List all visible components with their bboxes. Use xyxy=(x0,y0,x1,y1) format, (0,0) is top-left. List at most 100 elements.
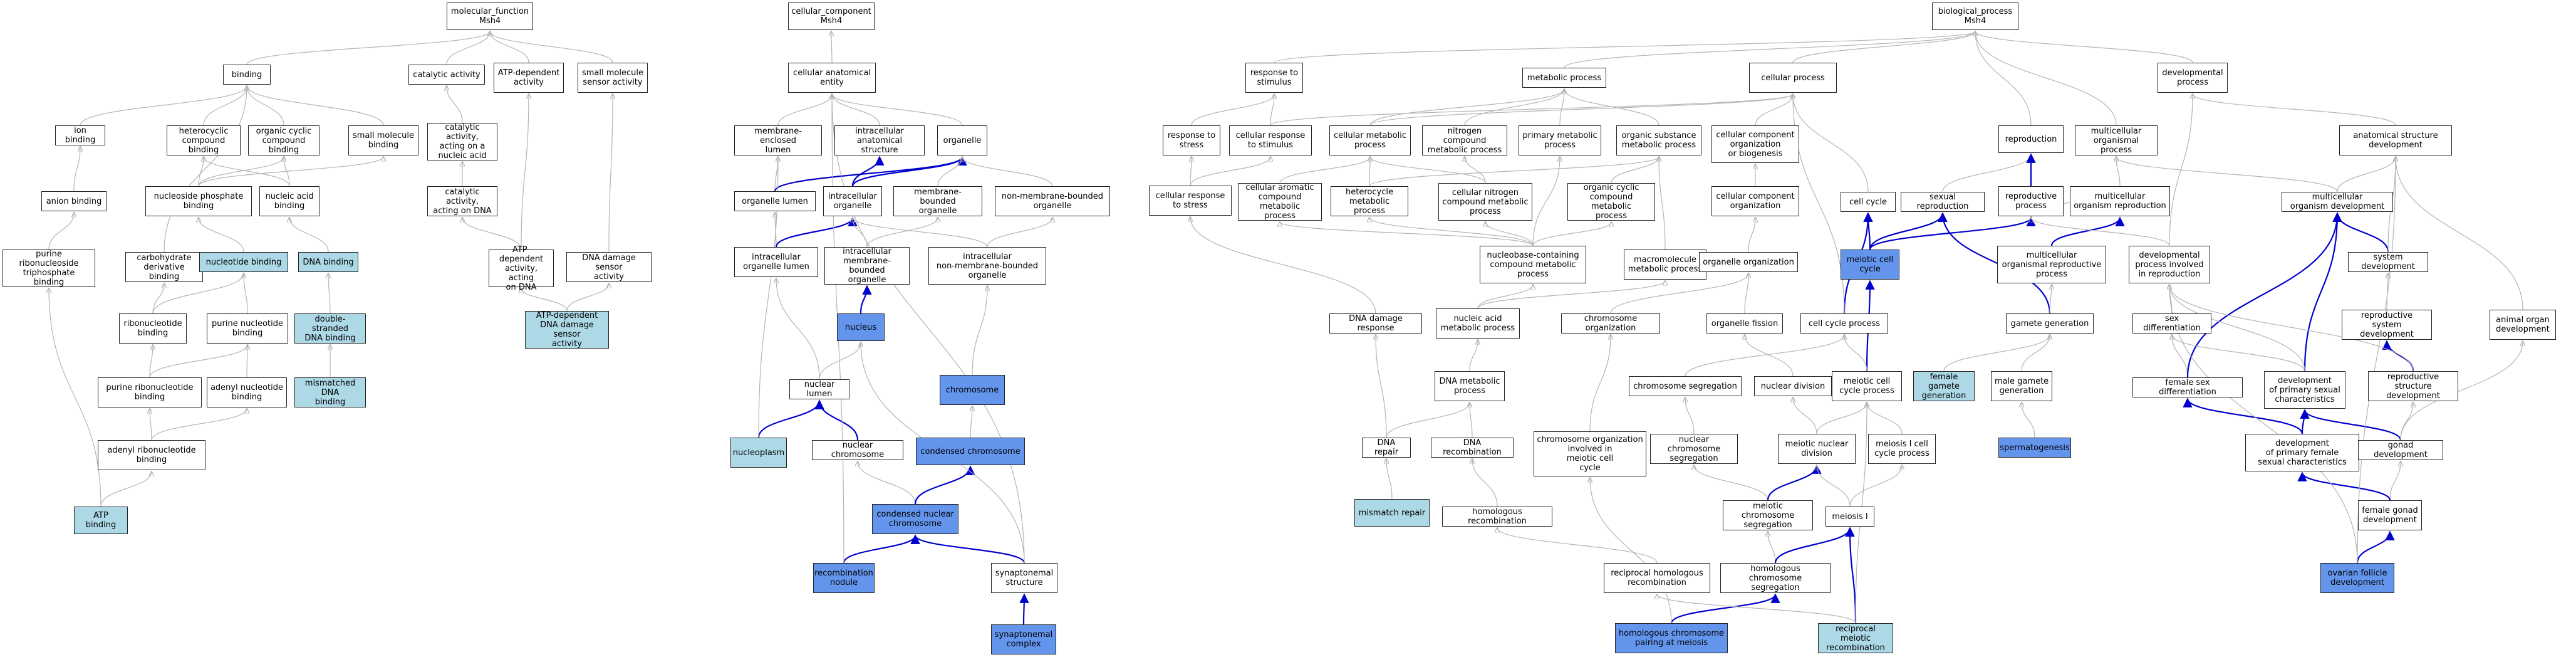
edge-synstruct-to-condnuc xyxy=(910,534,1026,564)
go-term-devproc: developmental process xyxy=(2158,63,2228,93)
go-term-malegam: male gamete generation xyxy=(1991,371,2052,401)
edge-homchrompair-to-homchromseg xyxy=(1670,593,1780,624)
go-term-intranat: intracellular anatomical structure xyxy=(834,125,925,155)
go-term-meiosisIcyc: meiosis I cell cycle process xyxy=(1868,434,1936,464)
go-term-bp_root: biological_process Msh4 xyxy=(1932,3,2018,30)
edge-nucacid-to-orgcyc xyxy=(284,157,290,187)
edge-nucbase-to-cellnit xyxy=(1485,222,1534,246)
go-term-meioticproc: meiotic cell cycle process xyxy=(1832,371,1902,401)
go-term-femsexdiff: female sex differentiation xyxy=(2132,377,2243,397)
edge-membenc-to-cellanat xyxy=(777,94,832,126)
edge-chrommeiotic-to-chromorg xyxy=(1589,335,1611,432)
edge-nucdiv-to-orgfission xyxy=(1745,335,1794,377)
edge-femsexdiff-to-sexdiff xyxy=(2172,335,2188,378)
go-term-cellrespstress: cellular response to stress xyxy=(1149,186,1232,216)
edge-macromol-to-orgsubmet xyxy=(1659,157,1666,250)
go-term-organelle: organelle xyxy=(937,125,987,155)
edge-orgcycmet-to-orgsubmet xyxy=(1611,157,1659,184)
edge-devprimfem-to-devprimsex xyxy=(2300,409,2310,434)
go-term-intraorg: intracellular organelle xyxy=(823,186,882,216)
edge-catNA-to-catalytic xyxy=(447,86,463,124)
go-term-nucleoplasm: nucleoplasm xyxy=(730,438,787,468)
edge-meioticproc-to-cellcycleproc xyxy=(1844,335,1867,372)
go-term-condchrom: condensed chromosome xyxy=(916,438,1025,465)
edge-atpbind-to-adenylribo xyxy=(100,471,152,507)
edge-cellcycleproc-to-cellproc xyxy=(1793,94,1845,314)
go-term-membenc: membrane-enclosed lumen xyxy=(734,125,822,155)
go-term-orgsubmet: organic substance metabolic process xyxy=(1616,125,1701,155)
edge-cellanat-to-cc_root xyxy=(831,31,832,63)
go-term-nonmemb: non-membrane-bounded organelle xyxy=(995,186,1110,216)
edge-dnabind-to-nucacid xyxy=(289,218,329,253)
edge-cellrespstress-to-respstress xyxy=(1190,157,1192,186)
go-term-cellresp: cellular response to stimulus xyxy=(1229,125,1312,155)
edge-orgcyc-to-binding xyxy=(247,86,284,126)
edge-ovarian-to-femgonad xyxy=(2356,530,2395,564)
go-term-condnuc: condensed nuclear chromosome xyxy=(872,504,958,534)
go-term-dnabind: DNA binding xyxy=(298,252,358,272)
go-term-primmet: primary metabolic process xyxy=(1519,125,1601,155)
go-term-nucbind: nucleotide binding xyxy=(199,252,288,272)
edge-homchromseg-to-meiochromseg xyxy=(1768,532,1776,564)
edge-dnarecomb-to-dnamet xyxy=(1470,402,1473,438)
go-term-smmol: small molecule binding xyxy=(348,125,418,155)
edge-recnod-to-condnuc xyxy=(843,534,920,564)
edge-animalorgan-to-anatdev xyxy=(2396,157,2523,310)
edge-ribonuc-to-nucbind xyxy=(152,273,244,314)
go-term-mf_root: molecular_function Msh4 xyxy=(447,3,533,30)
edge-devprimsex-to-sexdiff xyxy=(2172,335,2305,372)
edge-dnamet-to-nucacidmet xyxy=(1469,340,1478,372)
edge-devproc-to-bp_root xyxy=(1975,31,2193,63)
edge-intranonmemb-to-intraorg xyxy=(853,218,988,248)
edge-gonaddev-to-devprimsex xyxy=(2300,409,2402,441)
edge-intramemb-to-membbound xyxy=(866,218,938,248)
edge-rechomrec-to-homrec xyxy=(1497,528,1658,564)
go-term-purnuc: purine nucleotide binding xyxy=(207,313,288,344)
edge-smsensor-to-mf_root xyxy=(490,31,613,63)
edge-meiochromseg-to-nucchromseg xyxy=(1694,465,1768,501)
edge-nucacidmet-to-macromol xyxy=(1477,281,1665,309)
go-term-cc_root: cellular_component Msh4 xyxy=(788,3,875,30)
go-term-ionbind: ion binding xyxy=(55,125,105,145)
edge-condnuc-to-condchrom xyxy=(914,465,975,505)
edge-repstructdev-to-devrepro xyxy=(2169,285,2414,372)
go-term-devprimsex: development of primary sexual characteri… xyxy=(2264,371,2345,409)
edge-heterocyc-to-cellmet xyxy=(1369,157,1370,187)
edge-dnadamage-to-cellrespstress xyxy=(1190,217,1376,314)
go-term-dnamet: DNA metabolic process xyxy=(1435,371,1505,401)
edge-orgfission-to-orgorg xyxy=(1744,273,1748,314)
edge-synstruct-to-cellanat xyxy=(832,94,1025,564)
edge-reproduction-to-bp_root xyxy=(1975,31,2032,126)
go-term-nucdiv: nuclear division xyxy=(1754,376,1832,396)
edge-multirepproc-to-multirepro xyxy=(2050,216,2125,246)
edge-homchromseg-to-meiosisI xyxy=(1774,527,1855,564)
go-term-orgfission: organelle fission xyxy=(1706,313,1783,334)
edge-respstress-to-resp xyxy=(1191,94,1274,126)
go-term-ovarian: ovarian follicle development xyxy=(2320,563,2394,593)
edge-nitmet-to-metab xyxy=(1464,89,1564,126)
edge-nuclumen-to-intraorglumen xyxy=(776,278,820,380)
edge-anion-to-ionbind xyxy=(73,147,80,192)
go-term-multirepro: multicellular organism reproduction xyxy=(2070,186,2170,216)
go-term-adenylribo: adenyl ribonucleotide binding xyxy=(98,440,205,470)
edge-nuclumen-to-nucleus xyxy=(819,342,861,380)
edge-sysdev-to-multidev xyxy=(2332,212,2389,253)
go-term-intraorglumen: intracellular organelle lumen xyxy=(734,247,818,277)
edge-purribo-to-ribonuc xyxy=(149,345,153,378)
edge-devrepro-to-devproc xyxy=(2169,94,2193,246)
go-term-smsensor: small molecule sensor activity xyxy=(578,63,648,93)
edge-atpdepDNA-to-atpdep xyxy=(521,94,529,250)
edge-heterocyc-to-orgsubmet xyxy=(1369,157,1659,187)
go-term-homrec: homologous recombination xyxy=(1442,507,1552,527)
edge-ionbind-to-binding xyxy=(80,86,247,126)
edge-recmeiotic-to-rechomrec xyxy=(1657,594,1856,624)
edge-gametegen-to-multirepproc xyxy=(2050,285,2052,314)
edge-nucbase-to-cellaromatic xyxy=(1280,222,1534,246)
edge-catalytic-to-mf_root xyxy=(446,31,490,65)
go-term-devprimfem: development of primary female sexual cha… xyxy=(2245,434,2359,471)
edge-ovarian-to-devrepro xyxy=(2169,285,2358,564)
edge-nucbase-to-heterocyc xyxy=(1369,218,1534,246)
edge-atpbind-to-purtri xyxy=(49,288,101,507)
go-term-cellcycleproc: cell cycle process xyxy=(1800,313,1888,334)
